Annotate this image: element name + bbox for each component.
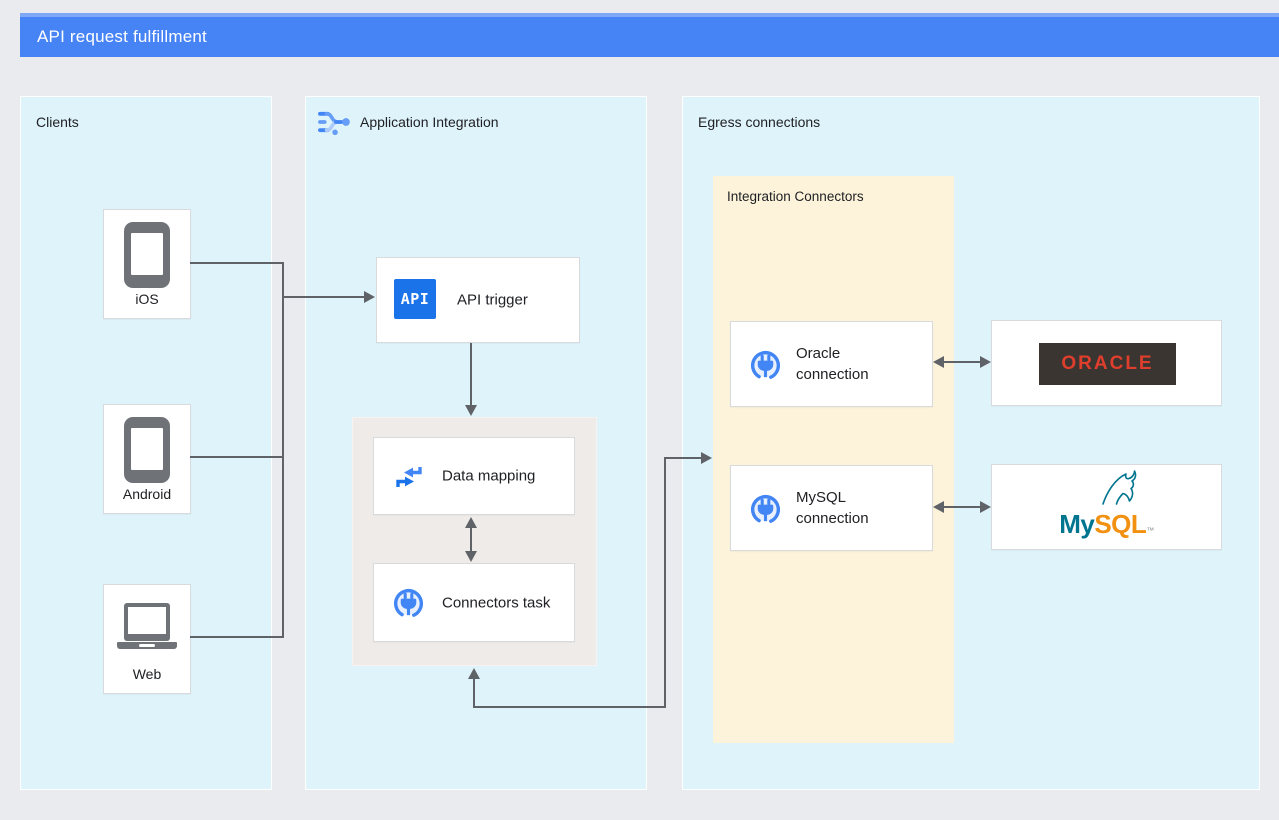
clients-panel-label: Clients — [36, 114, 79, 130]
edge-return-vertical-left — [473, 677, 475, 708]
web-node-label: Web — [132, 666, 162, 682]
arrowhead-into-connectors-task — [465, 551, 477, 562]
ios-node-label: iOS — [135, 291, 159, 307]
edge-clients-bus-line — [282, 262, 284, 638]
integration-connectors-panel: Integration Connectors — [713, 176, 954, 743]
integration-connectors-icon — [391, 586, 426, 626]
integration-connectors-icon — [748, 492, 783, 532]
smartphone-icon — [124, 222, 170, 288]
data-mapping-node: Data mapping — [373, 437, 575, 515]
application-integration-icon — [318, 111, 350, 136]
mysql-logo-sql: SQL — [1094, 509, 1147, 539]
oracle-logo-text: ORACLE — [1061, 353, 1154, 374]
edge-return-vertical-right — [664, 457, 666, 708]
laptop-icon — [117, 603, 177, 651]
integration-connectors-icon — [748, 348, 783, 388]
edge-datamapping-connectorstask-line — [470, 526, 472, 553]
mysql-logo-my: My — [1059, 509, 1095, 539]
egress-connections-panel: Egress connections Integration Connector… — [682, 96, 1260, 790]
api-trigger-icon: API — [394, 279, 436, 319]
oracle-connection-label: Oracle connection — [796, 345, 869, 383]
oracle-database-node: ORACLE — [991, 320, 1222, 406]
android-node-label: Android — [122, 486, 172, 502]
edge-oracle-line — [943, 361, 982, 363]
oracle-logo: ORACLE — [1039, 343, 1176, 385]
arrowhead-into-data-mapping-up — [465, 517, 477, 528]
edge-android-line — [190, 456, 284, 458]
arrowhead-into-mysql-db — [980, 501, 991, 513]
web-node: Web — [103, 584, 191, 694]
arrowhead-into-integration-connectors — [701, 452, 712, 464]
arrowhead-into-connectors-task-up — [468, 668, 480, 679]
mysql-logo: MySQL™ — [992, 509, 1221, 540]
arrowhead-into-mysql-connection — [933, 501, 944, 513]
integration-connectors-panel-label: Integration Connectors — [727, 189, 864, 204]
ios-node: iOS — [103, 209, 191, 319]
mysql-logo-tm: ™ — [1146, 526, 1154, 535]
edge-clients-to-api-line — [282, 296, 365, 298]
arrowhead-into-data-mapping — [465, 405, 477, 416]
mysql-dolphin-icon — [1102, 470, 1137, 505]
connectors-task-node: Connectors task — [373, 563, 575, 642]
diagram-title: API request fulfillment — [37, 27, 207, 46]
mysql-database-node: MySQL™ — [991, 464, 1222, 550]
edge-apitrigger-to-datamapping-line — [470, 343, 472, 406]
android-node: Android — [103, 404, 191, 514]
smartphone-icon — [124, 417, 170, 483]
api-trigger-label: API trigger — [457, 291, 528, 309]
api-trigger-node: API API trigger — [376, 257, 580, 343]
application-integration-panel-label: Application Integration — [360, 114, 499, 130]
oracle-connection-node: Oracle connection — [730, 321, 933, 407]
diagram-title-banner: API request fulfillment — [20, 13, 1279, 57]
edge-into-integration-connectors-line — [664, 457, 702, 459]
edge-ios-line — [190, 262, 284, 264]
edge-web-line — [190, 636, 284, 638]
arrowhead-into-api-trigger — [364, 291, 375, 303]
clients-panel: Clients iOS Android Web — [20, 96, 272, 790]
edge-mysql-line — [943, 506, 982, 508]
arrowhead-into-oracle-db — [980, 356, 991, 368]
edge-return-horizontal-bottom — [473, 706, 666, 708]
egress-connections-panel-label: Egress connections — [698, 114, 821, 130]
data-mapping-label: Data mapping — [442, 467, 536, 485]
mysql-connection-label: MySQL connection — [796, 489, 869, 527]
mysql-connection-node: MySQL connection — [730, 465, 933, 551]
data-mapping-icon — [394, 462, 424, 497]
connectors-task-label: Connectors task — [442, 594, 551, 611]
arrowhead-into-oracle-connection — [933, 356, 944, 368]
